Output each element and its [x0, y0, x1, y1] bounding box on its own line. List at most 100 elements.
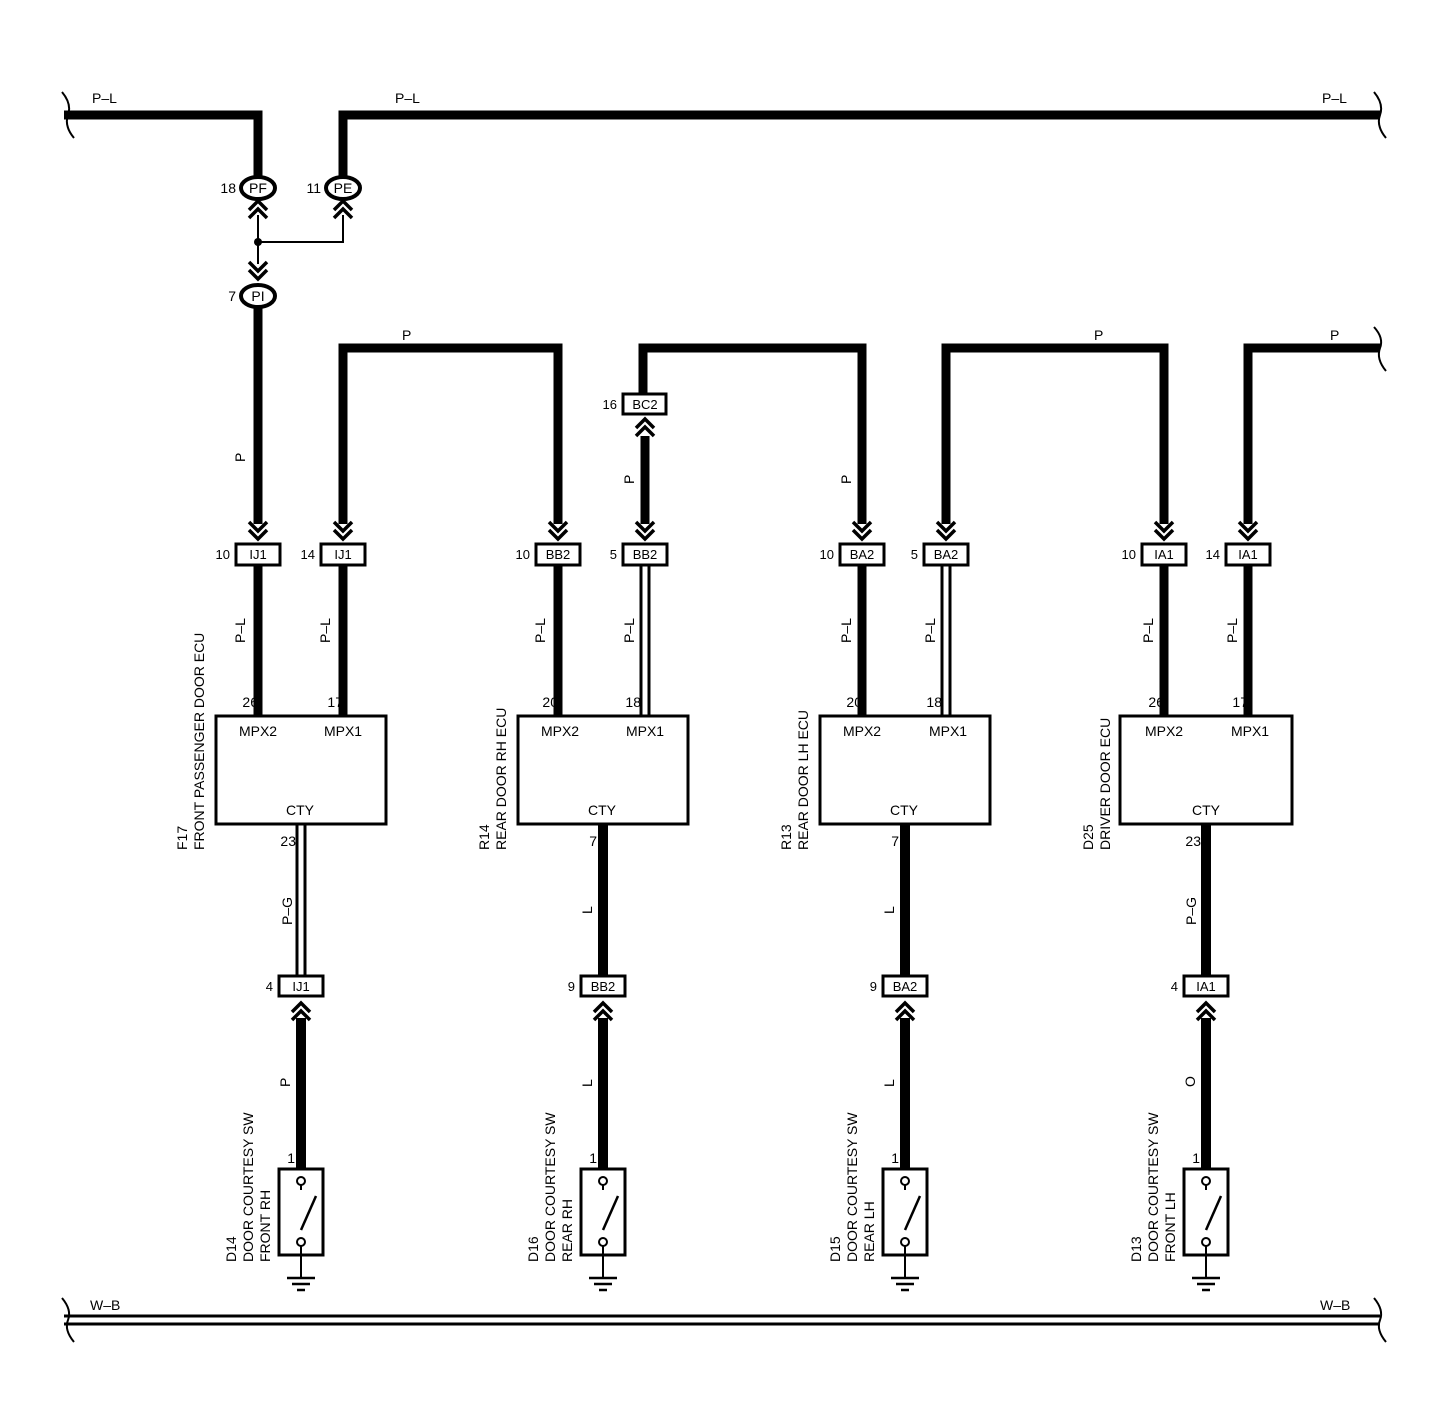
switch-d13-contact	[1204, 1195, 1223, 1231]
connector-ij1-14-code: IJ1	[334, 547, 351, 562]
ecu-r13: 20 18 MPX2 MPX1 CTY 7 R13 REAR DOOR LH E…	[778, 694, 992, 850]
connector-ij1-10	[234, 542, 282, 567]
connector-bb2-5	[621, 542, 669, 567]
splice-pe-pin: 11	[306, 180, 321, 196]
ecu-f17-mpx2: MPX2	[239, 723, 277, 739]
wire-label-ground-left: W–B	[90, 1297, 120, 1313]
wire-label-pl-7: P–L	[1140, 618, 1156, 643]
ecu-f17-mpx1: MPX1	[324, 723, 362, 739]
connector-ba2-10-pin: 10	[820, 547, 834, 562]
top-bus: P–L P–L P–L	[61, 90, 1387, 178]
ecu-f17-cty-pin: 23	[280, 833, 296, 849]
ecu-d25-cty: CTY	[1192, 802, 1221, 818]
wire-label-p-1: P	[402, 327, 411, 343]
ecu-d25-mpx2: MPX2	[1145, 723, 1183, 739]
wire-break-p-right	[1373, 326, 1387, 372]
ecu-r14-box	[516, 714, 690, 826]
switch-d13-pin: 1	[1192, 1150, 1200, 1166]
wire-label-pl-3: P–L	[532, 618, 548, 643]
switch-d13-name: DOOR COURTESY SW	[1145, 1112, 1161, 1262]
wire-label-pl-2: P–L	[317, 618, 333, 643]
connector-bb2-5-pin: 5	[610, 547, 617, 562]
connector-bc2-16-pin: 16	[603, 397, 617, 412]
cty-wires: P–G L L P–G	[279, 825, 1211, 975]
wire-p-loop-1	[338, 343, 563, 524]
connector-ij1-14-pin: 14	[301, 547, 315, 562]
connector-bb2-9-pin: 9	[568, 979, 575, 994]
connector-ba2-10-code: BA2	[850, 547, 875, 562]
ecu-r14-name: REAR DOOR RH ECU	[493, 708, 509, 850]
connector-ba2-5	[922, 542, 970, 567]
connector-ij1-10-pin: 10	[216, 547, 230, 562]
wire-label-l-1: L	[579, 906, 595, 914]
p-bus: P P P P P BC2 16 P	[232, 307, 1387, 524]
ecu-d25-mpx1-pin: 17	[1232, 694, 1248, 710]
wire-label-ground-right: W–B	[1320, 1297, 1350, 1313]
switch-d15: 1 D15 DOOR COURTESY SW REAR LH	[827, 1112, 929, 1292]
switch-d15-position: REAR LH	[861, 1201, 877, 1262]
switch-d13-id: D13	[1128, 1236, 1144, 1262]
switch-d15-pin: 1	[891, 1150, 899, 1166]
ecu-d25-mpx1: MPX1	[1231, 723, 1269, 739]
row-terminals	[247, 520, 1259, 541]
ecu-d25: 26 17 MPX2 MPX1 CTY 23 D25 DRIVER DOOR E…	[1080, 694, 1294, 850]
wire-label-pl-6: P–L	[922, 618, 938, 643]
ground-icon	[587, 1254, 619, 1292]
ecu-d25-name: DRIVER DOOR ECU	[1097, 718, 1113, 850]
connector-ia1-4-code: IA1	[1196, 979, 1216, 994]
ecu-r13-mpx1-pin: 18	[926, 694, 942, 710]
wire-label-p-2: P	[1094, 327, 1103, 343]
splice-pi-code: PI	[251, 288, 264, 304]
wire-label-o-sw-4: O	[1182, 1076, 1198, 1087]
ecu-r13-mpx2: MPX2	[843, 723, 881, 739]
wire-label-top-right: P–L	[1322, 90, 1347, 106]
ecu-d25-cty-pin: 23	[1185, 833, 1201, 849]
switch-d14-pin: 1	[287, 1150, 295, 1166]
connector-bb2-9	[579, 974, 627, 998]
ecu-r13-cty: CTY	[890, 802, 919, 818]
wire-p-loop-2	[638, 343, 867, 524]
connector-ba2-5-pin: 5	[911, 547, 918, 562]
switch-d16: 1 D16 DOOR COURTESY SW REAR RH	[525, 1112, 627, 1292]
wire-label-l-4: L	[881, 1079, 897, 1087]
switch-d14-position: FRONT RH	[257, 1190, 273, 1262]
switch-d14: 1 D14 DOOR COURTESY SW FRONT RH	[223, 1112, 325, 1292]
ecu-d25-mpx2-pin: 26	[1148, 694, 1164, 710]
splice-pf	[239, 175, 277, 201]
connector-bb2-10-code: BB2	[546, 547, 571, 562]
ground-icon	[1190, 1254, 1222, 1292]
switch-d16-contact	[601, 1195, 620, 1231]
wire-label-p-3: P	[1330, 327, 1339, 343]
ecu-r13-mpx2-pin: 20	[846, 694, 862, 710]
ecu-f17-box	[214, 714, 388, 826]
connector-bb2-9-code: BB2	[591, 979, 616, 994]
wire-label-pl-1: P–L	[232, 618, 248, 643]
switch-d16-position: REAR RH	[559, 1199, 575, 1262]
splice-pe	[324, 175, 362, 201]
wire-label-p-down-1: P	[232, 453, 248, 462]
ecu-r14-cty: CTY	[588, 802, 617, 818]
connector-bc2-16	[621, 392, 668, 416]
wire-p-right	[1243, 343, 1380, 524]
connector-ij1-14	[319, 542, 367, 567]
connector-ba2-9-code: BA2	[893, 979, 918, 994]
connector-ia1-4-pin: 4	[1171, 979, 1178, 994]
ecu-r13-box	[818, 714, 992, 826]
ecu-r13-id: R13	[778, 824, 794, 850]
switch-d13-position: FRONT LH	[1162, 1192, 1178, 1262]
connector-ba2-5-code: BA2	[934, 547, 959, 562]
switch-wires: P L L O	[277, 1018, 1211, 1170]
switch-d16-name: DOOR COURTESY SW	[542, 1112, 558, 1262]
connector-ia1-14	[1224, 542, 1272, 567]
ecu-r14-id: R14	[476, 824, 492, 850]
splice-pe-code: PE	[334, 180, 353, 196]
switch-d14-id: D14	[223, 1236, 239, 1262]
ecu-f17-mpx2-pin: 26	[242, 694, 258, 710]
switch-d15-id: D15	[827, 1236, 843, 1262]
wire-label-pg-1: P–G	[279, 897, 295, 925]
lower-connector-row: IJ1 4 BB2 9 BA2 9 IA1 4	[266, 974, 1230, 1022]
wire-p-loop-3	[941, 343, 1169, 524]
wire-label-pg-2: P–G	[1183, 897, 1199, 925]
ecu-d25-id: D25	[1080, 824, 1096, 850]
wire-top-left	[64, 110, 263, 178]
